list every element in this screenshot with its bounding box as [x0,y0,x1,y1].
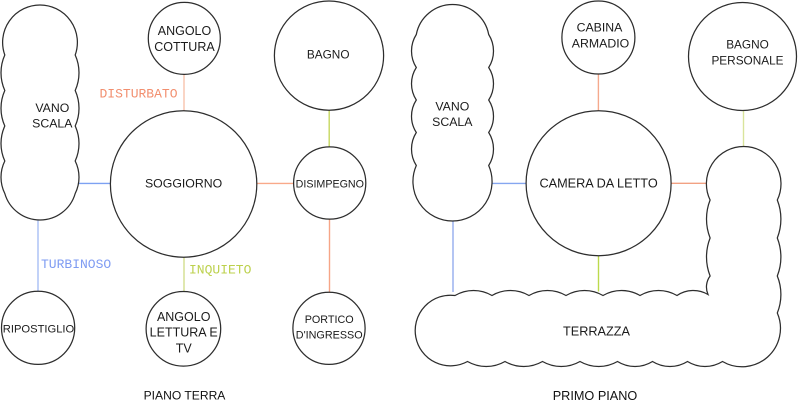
svg-text:PERSONALE: PERSONALE [711,54,783,68]
svg-text:INQUIETO: INQUIETO [189,262,252,277]
svg-text:D'INGRESSO: D'INGRESSO [296,329,363,341]
svg-text:SCALA: SCALA [432,115,473,129]
svg-text:BAGNO: BAGNO [307,48,350,62]
svg-text:PORTICO: PORTICO [305,314,354,326]
svg-text:LETTURA E: LETTURA E [150,326,218,340]
svg-text:VANO: VANO [435,100,469,114]
svg-text:CABINA: CABINA [577,21,624,35]
svg-text:PRIMO PIANO: PRIMO PIANO [553,389,638,403]
svg-text:DISTURBATO: DISTURBATO [99,86,177,101]
svg-text:DISIMPEGNO: DISIMPEGNO [296,178,364,190]
svg-text:TERRAZZA: TERRAZZA [563,325,631,339]
svg-text:SOGGIORNO: SOGGIORNO [145,177,222,191]
svg-text:ANGOLO: ANGOLO [157,310,211,324]
svg-text:TURBINOSO: TURBINOSO [41,257,111,272]
svg-text:COTTURA: COTTURA [154,40,215,54]
svg-text:CAMERA DA LETTO: CAMERA DA LETTO [539,177,657,191]
svg-text:RIPOSTIGLIO: RIPOSTIGLIO [3,323,75,335]
svg-text:ANGOLO: ANGOLO [158,24,212,38]
svg-text:TV: TV [176,341,193,355]
svg-text:VANO: VANO [35,101,69,115]
svg-text:SCALA: SCALA [32,116,73,130]
svg-text:BAGNO: BAGNO [726,38,769,52]
svg-text:PIANO TERRA: PIANO TERRA [144,389,227,403]
svg-text:ARMADIO: ARMADIO [572,37,629,51]
